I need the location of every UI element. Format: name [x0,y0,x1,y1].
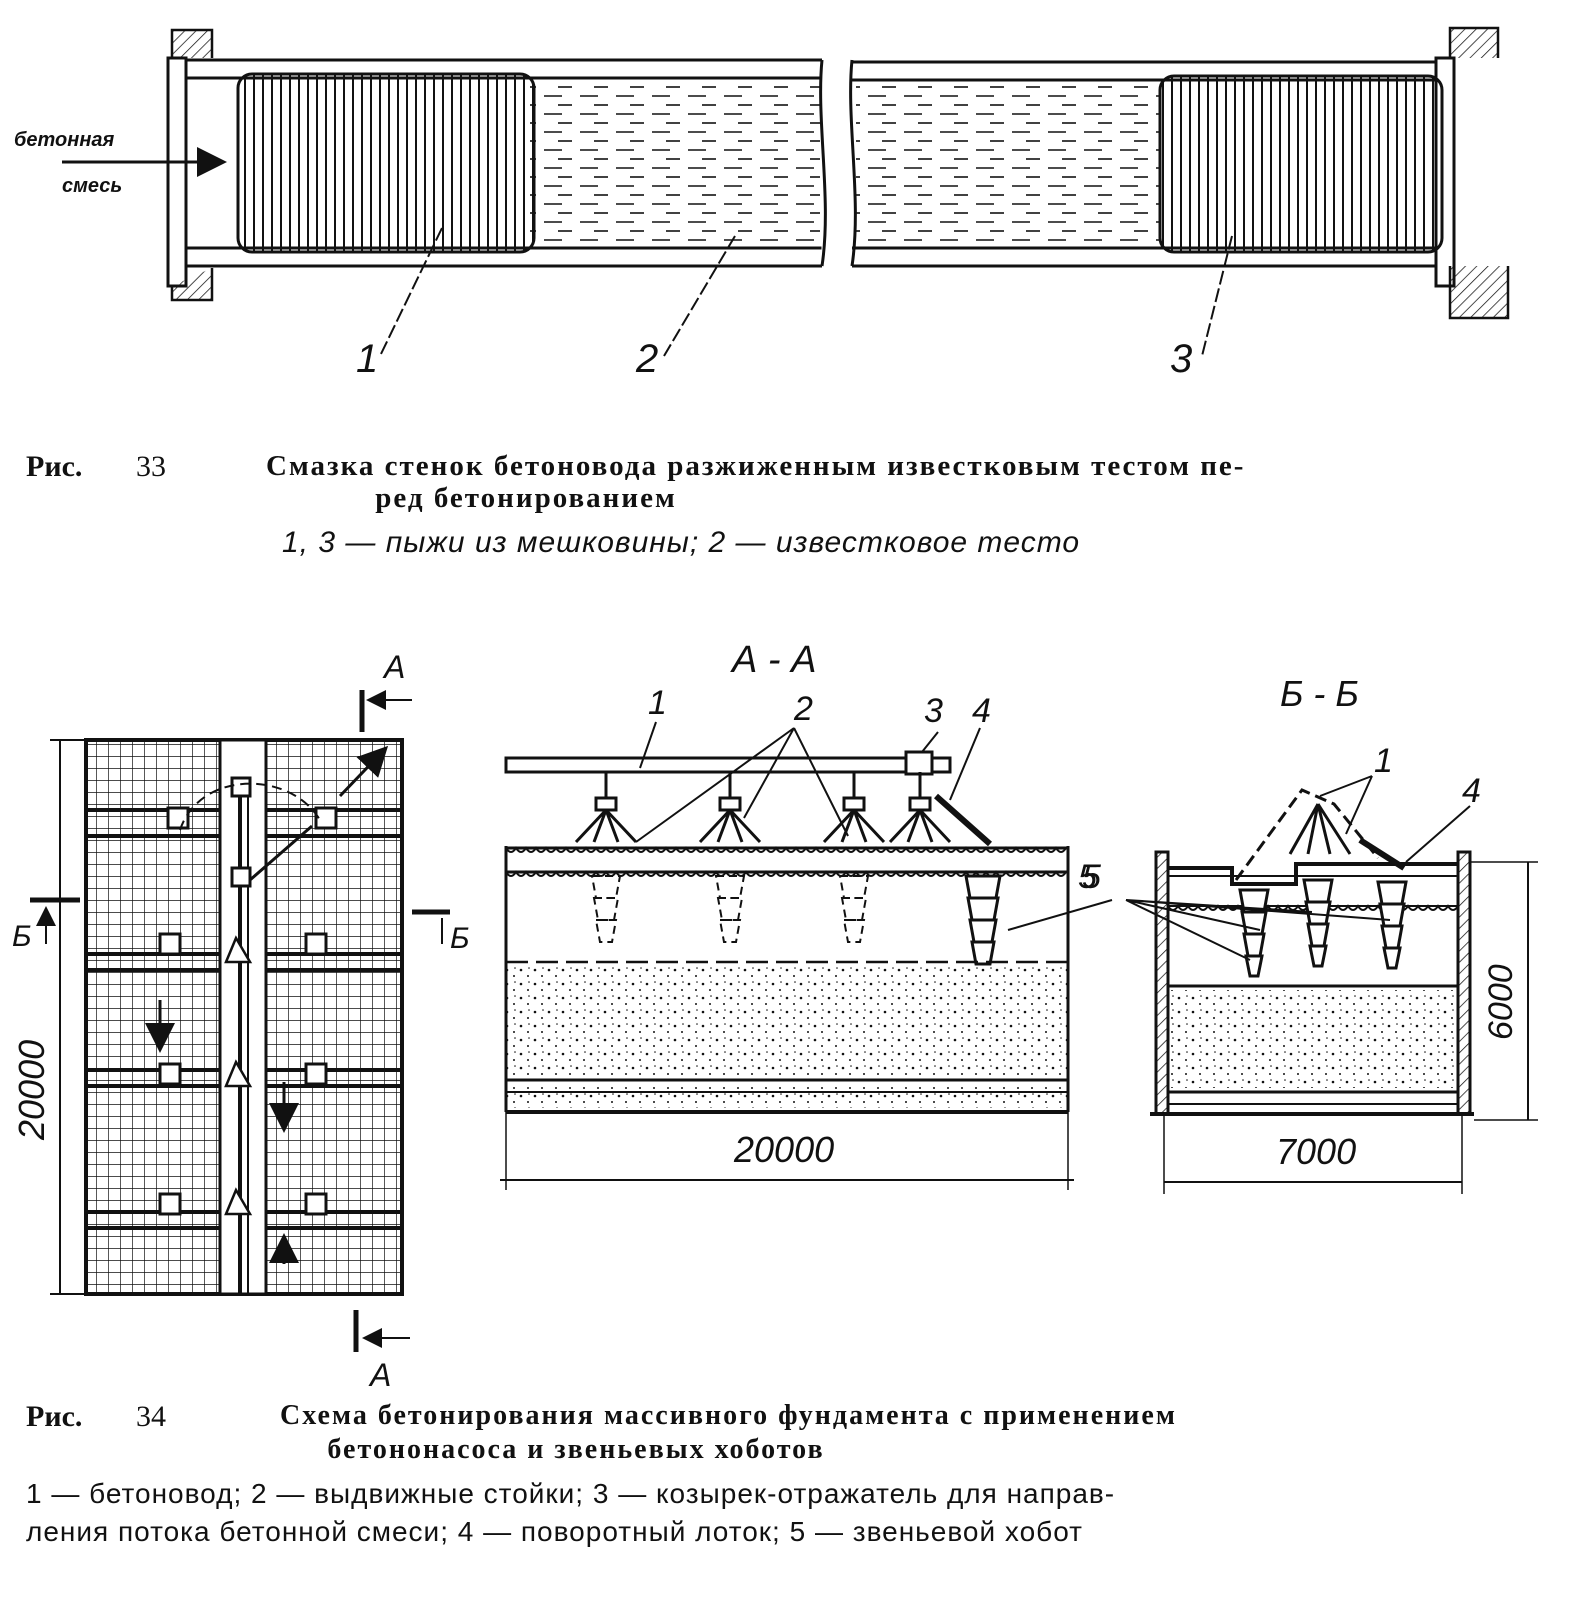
bb-concrete-layer [1168,990,1458,1088]
callout-1: 1 [356,337,378,381]
fig34-legend-line2: ления потока бетонной смеси; 4 — поворот… [26,1516,1083,1547]
fig34-number: 34 [136,1400,166,1433]
fig34-title-line2: бетононасоса и звеньевых хоботов [327,1434,825,1465]
aa-callout-1: 1 [648,684,667,722]
burlap-plug-1 [236,72,536,254]
aa-concrete-layer [506,966,1068,1078]
fig33-legend: 1, 3 — пыжи из мешковины; 2 — известково… [282,526,1081,559]
inlet-label-line1: бетонная [14,129,115,151]
fig34-title-line1: Схема бетонирования массивного фундамент… [280,1400,1177,1431]
aa-callout-5: 5 [1078,858,1097,896]
fig34-section-bb [1125,775,1538,1194]
lime-paste-left [530,82,820,244]
bb-dimension-height: 6000 [1482,964,1520,1040]
plan-section-a-bottom: А [368,1357,391,1393]
burlap-plug-3 [1158,74,1444,254]
aa-callout-4: 4 [972,692,991,730]
fig33-pipe-diagram [62,26,1510,357]
section-bb-title: Б - Б [1280,673,1359,714]
left-flange [166,56,188,288]
plan-section-b-left: Б [12,920,32,953]
fig34-section-aa [500,721,1113,1190]
fig34-label: Рис. [26,1400,83,1433]
plan-dimension-20000: 20000 [11,1040,52,1141]
callout-2: 2 [635,337,658,381]
fig33-number: 33 [136,450,166,483]
bb-dimension-width: 7000 [1276,1131,1356,1172]
fig33-title-line1: Смазка стенок бетоновода разжиженным изв… [266,450,1246,482]
fig33-title-line2: ред бетонированием [375,482,677,514]
plan-section-b-right: Б [450,922,470,955]
fig34-plan-view [30,690,450,1352]
aa-dimension-20000: 20000 [733,1129,834,1170]
lime-paste-right [856,84,1160,244]
fig33-label: Рис. [26,450,83,483]
plan-section-a-top: А [382,649,405,685]
callout-3: 3 [1170,337,1192,381]
aa-deflector [904,750,934,776]
aa-callout-3: 3 [924,692,943,730]
fig34-legend-line1: 1 — бетоновод; 2 — выдвижные стойки; 3 —… [26,1478,1116,1509]
aa-chute [934,793,992,847]
bb-callout-1: 1 [1374,742,1393,780]
bb-callout-5: 5 [1082,858,1101,896]
aa-callout-2: 2 [793,690,813,728]
bb-callout-4: 4 [1462,772,1481,810]
inlet-label-line2: смесь [62,175,122,197]
section-aa-title: А - А [730,639,816,681]
aa-pipeline [504,756,952,774]
